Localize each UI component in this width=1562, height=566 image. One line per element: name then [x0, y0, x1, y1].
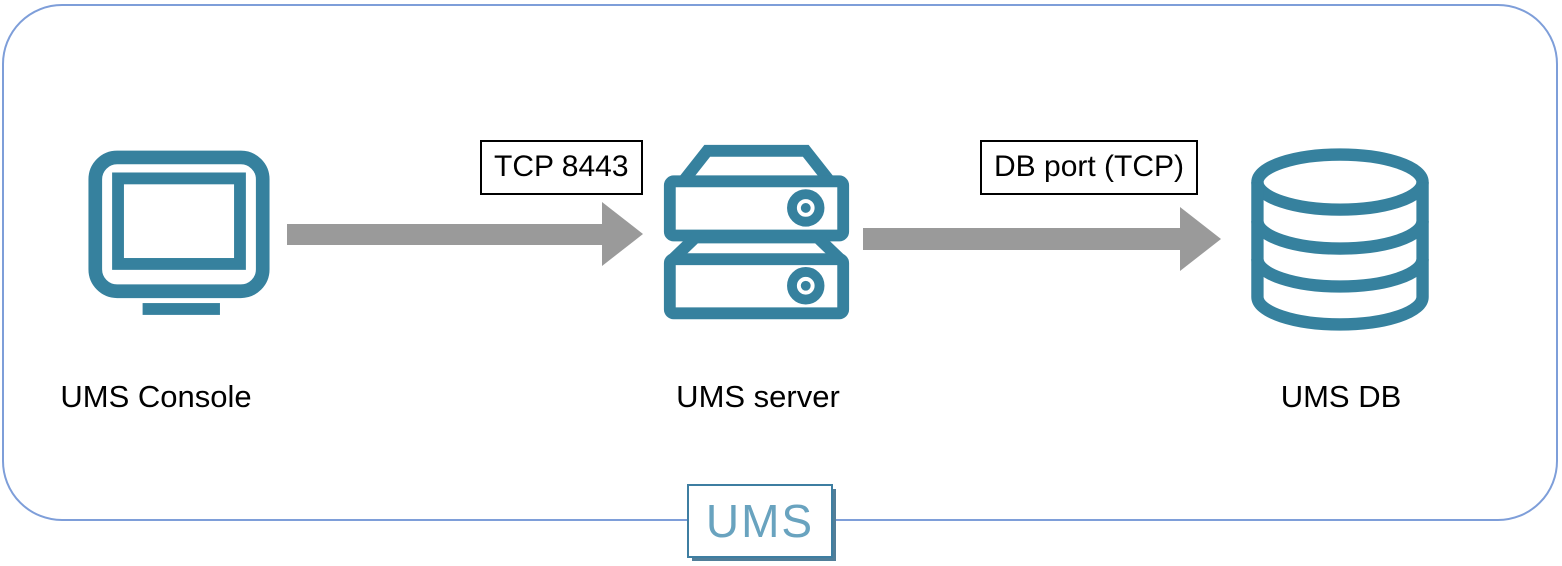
arrow-console-to-server-shaft — [287, 224, 604, 245]
port-label-tcp-8443: TCP 8443 — [480, 140, 643, 195]
arrow-server-to-db-shaft — [863, 228, 1182, 250]
monitor-icon — [88, 150, 270, 315]
node-label-server: UMS server — [676, 379, 840, 414]
arrow-server-to-db-head — [1180, 207, 1221, 271]
arrow-console-to-server-head — [602, 202, 643, 266]
ums-badge-label: UMS — [705, 495, 815, 547]
node-label-db: UMS DB — [1280, 379, 1402, 414]
server-icon — [663, 144, 850, 320]
ums-badge: UMS — [687, 484, 833, 558]
port-label-db-port-tcp: DB port (TCP) — [980, 140, 1199, 195]
node-label-console: UMS Console — [60, 379, 252, 414]
database-icon — [1251, 148, 1429, 331]
